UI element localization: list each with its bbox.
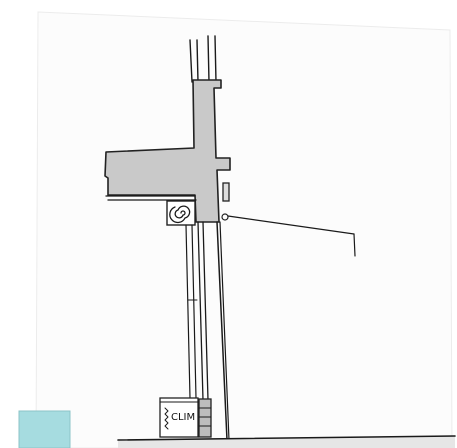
low-wall (198, 398, 212, 438)
color-swatch (18, 410, 71, 448)
awning-arm (221, 213, 356, 257)
ground-line (117, 435, 456, 448)
roller-blind (166, 200, 196, 226)
slab-underside (105, 195, 197, 201)
upper-wall (189, 35, 217, 83)
hvac-unit: CLIM (159, 397, 199, 438)
paper-sheet (35, 11, 453, 448)
hvac-label: CLIM (171, 412, 195, 423)
concrete-column (104, 79, 231, 223)
wall-bracket (222, 182, 230, 202)
window-frame (185, 221, 230, 441)
